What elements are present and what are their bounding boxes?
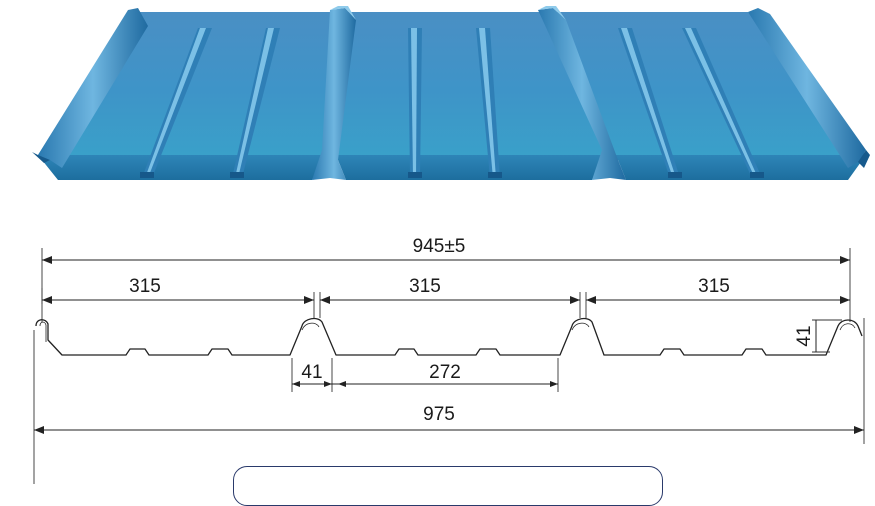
dim-overall-cover-width: 945±5 — [41, 236, 851, 322]
left-lap-rib — [38, 8, 148, 168]
dim-pitch-row: 315 315 315 — [41, 276, 850, 318]
dim-total-width: 975 — [33, 318, 865, 484]
dim-rib-height: 41 — [794, 319, 842, 353]
roof-sheet-figure: 945±5 315 315 315 — [32, 6, 870, 506]
drawing-canvas: 945±5 315 315 315 — [32, 6, 870, 484]
rib-1-crest — [330, 6, 356, 20]
rib-2 — [538, 8, 626, 180]
label-rib-height: 41 — [794, 325, 815, 346]
label-overall-cover-width: 945±5 — [413, 236, 466, 257]
rib-2-crest — [538, 6, 566, 20]
sheet-front-edge — [38, 155, 866, 180]
label-total-width: 975 — [423, 404, 455, 425]
right-lip — [858, 150, 870, 168]
caption-box — [233, 466, 663, 506]
roof-sheet-render — [32, 6, 870, 180]
profile-section — [35, 317, 863, 356]
label-rib-base-width: 41 — [301, 362, 322, 383]
stiffeners-pan-1 — [142, 28, 280, 178]
stiffeners-pan-3 — [618, 28, 762, 178]
rib-1 — [312, 8, 356, 180]
label-pitch-3: 315 — [698, 276, 730, 297]
label-pitch-2: 315 — [409, 276, 441, 297]
left-lip — [32, 152, 50, 163]
dim-rib-base-width: 41 — [291, 358, 333, 392]
label-pan-width: 272 — [429, 362, 461, 383]
front-notches — [140, 172, 764, 178]
profile-drawing: 945±5 315 315 315 — [33, 236, 865, 484]
dim-pan-width: 272 — [332, 358, 559, 392]
stiffeners-pan-2 — [408, 28, 500, 178]
profile-section-inner — [39, 321, 856, 342]
right-lap-rib — [748, 8, 866, 168]
label-pitch-1: 315 — [129, 276, 161, 297]
